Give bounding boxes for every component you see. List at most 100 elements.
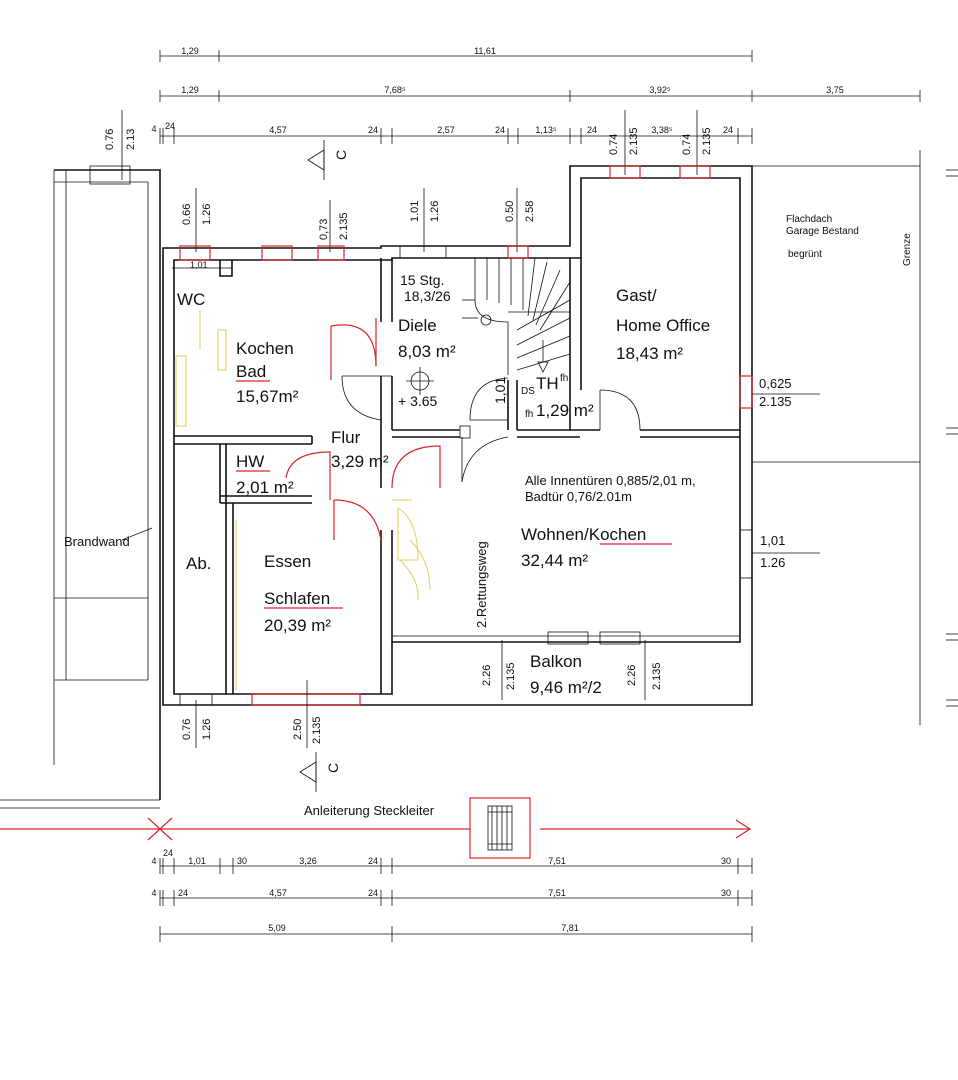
note-rettungsweg: 2.Rettungsweg	[474, 541, 489, 628]
dim-top-12: 24	[495, 125, 505, 135]
room-schlafen: Schlafen	[264, 589, 330, 608]
room-labels: WC Kochen Bad 15,67m² HW 2,01 m² Flur 3,…	[177, 272, 710, 697]
dim-wc-window: 1,01	[190, 260, 208, 270]
dim-o6a: 1.01	[409, 201, 421, 222]
dim-o4a: 0.66	[181, 204, 193, 225]
dim-bot-16: 7,81	[561, 923, 579, 933]
dim-s2a: 2.50	[292, 719, 304, 740]
dim-bot-9: 4	[151, 888, 156, 898]
th-fh2: fh	[525, 409, 533, 420]
dim-th-door: 1,01	[492, 377, 508, 404]
dim-top-5: 3,92⁵	[649, 85, 671, 95]
dim-top-2: 11,61	[474, 46, 496, 56]
dim-bot-5: 3,26	[299, 856, 317, 866]
room-wohnen: Wohnen/Kochen	[521, 525, 646, 544]
dim-o1b: 2.13	[125, 129, 137, 150]
dim-s2b: 2.135	[311, 716, 323, 744]
room-balkon-area: 9,46 m²/2	[530, 678, 602, 697]
dim-s1b: 1.26	[201, 719, 213, 740]
furniture	[175, 310, 431, 690]
dim-bot-6: 24	[368, 856, 378, 866]
dim-bot-11: 4,57	[269, 888, 287, 898]
dim-top-13: 1,13⁵	[535, 125, 557, 135]
dim-top-11: 2,57	[437, 125, 455, 135]
dim-o7b: 2.58	[524, 201, 536, 222]
dim-s1a: 0.76	[181, 719, 193, 740]
dim-bot-15: 5,09	[268, 923, 286, 933]
room-diele: Diele	[398, 316, 437, 335]
dim-bot-10: 24	[178, 888, 188, 898]
dim-bot-13: 7,51	[548, 888, 566, 898]
diele-level: + 3.65	[398, 393, 438, 409]
dim-o6b: 1.26	[429, 201, 441, 222]
dim-o5a: 0,73	[318, 219, 330, 240]
dim-o7a: 0.50	[504, 201, 516, 222]
stairs-ratio: 18,3/26	[404, 288, 451, 304]
th-ds: DS	[521, 386, 535, 397]
dim-bot-8: 30	[721, 856, 731, 866]
room-gast-area: 18,43 m²	[616, 344, 683, 363]
section-marker-top: C	[307, 140, 349, 180]
dim-top-9: 4,57	[269, 125, 287, 135]
dim-bot-12: 24	[368, 888, 378, 898]
room-hw: HW	[236, 452, 264, 471]
dim-top-10: 24	[368, 125, 378, 135]
door-swings	[285, 318, 641, 541]
dim-o5b: 2.135	[338, 212, 350, 240]
room-wohnen-area: 32,44 m²	[521, 551, 588, 570]
dim-o2b: 2.135	[628, 127, 640, 155]
room-kochen-bad-1: Kochen	[236, 339, 294, 358]
room-essen: Essen	[264, 552, 311, 571]
dim-top-6: 3,75	[826, 85, 844, 95]
room-gast-1: Gast/	[616, 286, 657, 305]
room-kochen-bad-area: 15,67m²	[236, 387, 299, 406]
section-label-top: C	[333, 150, 349, 160]
room-diele-area: 8,03 m²	[398, 342, 456, 361]
dim-b1a: 2.26	[481, 665, 493, 686]
anleiterung-label: Anleiterung Steckleiter	[304, 803, 435, 818]
side-dims: 1,01 0,625 2.135 1,01 1.26 2.26 2.135 2.…	[172, 260, 820, 748]
opening-dims-top: 0.76 2.13 0.74 2.135 0.74 2.135 0.66 1.2…	[104, 110, 713, 252]
room-gast-2: Home Office	[616, 316, 710, 335]
dim-bot-4: 30	[237, 856, 247, 866]
dim-top-3: 1,29	[181, 85, 199, 95]
note-innentueren-1: Alle Innentüren 0,885/2,01 m,	[525, 473, 696, 488]
dim-top-16: 24	[723, 125, 733, 135]
section-marker-bottom: C	[299, 752, 341, 792]
dim-b1b: 2.135	[505, 662, 517, 690]
dim-b2a: 2.26	[626, 665, 638, 686]
room-wc: WC	[177, 290, 205, 309]
dim-b2b: 2.135	[651, 662, 663, 690]
ladder-access: Anleiterung Steckleiter	[0, 797, 752, 859]
note-innentueren-2: Badtür 0,76/2.01m	[525, 489, 632, 504]
staircase	[462, 257, 571, 375]
room-flur-area: 3,29 m²	[331, 452, 389, 471]
dim-o3b: 2.135	[701, 127, 713, 155]
bottom-dimension-chain: 4 24 1,01 30 3,26 24 7,51 30 4 24 4,57 2…	[151, 848, 753, 942]
stairs-count: 15 Stg.	[400, 272, 444, 288]
room-balkon: Balkon	[530, 652, 582, 671]
dim-bot-14: 30	[721, 888, 731, 898]
section-label-bottom: C	[325, 763, 341, 773]
dim-top-8: 24	[165, 121, 175, 131]
room-th-area: 1,29 m²	[536, 401, 594, 420]
room-hw-area: 2,01 m²	[236, 478, 294, 497]
room-schlafen-area: 20,39 m²	[264, 616, 331, 635]
grenze-label: Grenze	[902, 233, 913, 266]
neighbour-building-left: Brandwand	[53, 165, 161, 800]
dim-o4b: 1.26	[201, 204, 213, 225]
dim-o3a: 0.74	[681, 134, 693, 155]
room-ab: Ab.	[186, 554, 212, 573]
dim-e1a: 0,625	[759, 376, 792, 391]
flachdach-label-2: Garage Bestand	[786, 226, 859, 237]
brandwand-label: Brandwand	[64, 534, 130, 549]
dim-top-14: 24	[587, 125, 597, 135]
dim-top-7: 4	[151, 124, 156, 134]
dim-top-1: 1,29	[181, 46, 199, 56]
dim-e2b: 1.26	[760, 555, 785, 570]
room-kochen-bad-2: Bad	[236, 362, 266, 381]
dim-top-4: 7,68⁵	[384, 85, 406, 95]
garage-right: Flachdach Garage Bestand begrünt Grenze	[752, 150, 958, 725]
begruent-label: begrünt	[788, 249, 822, 260]
